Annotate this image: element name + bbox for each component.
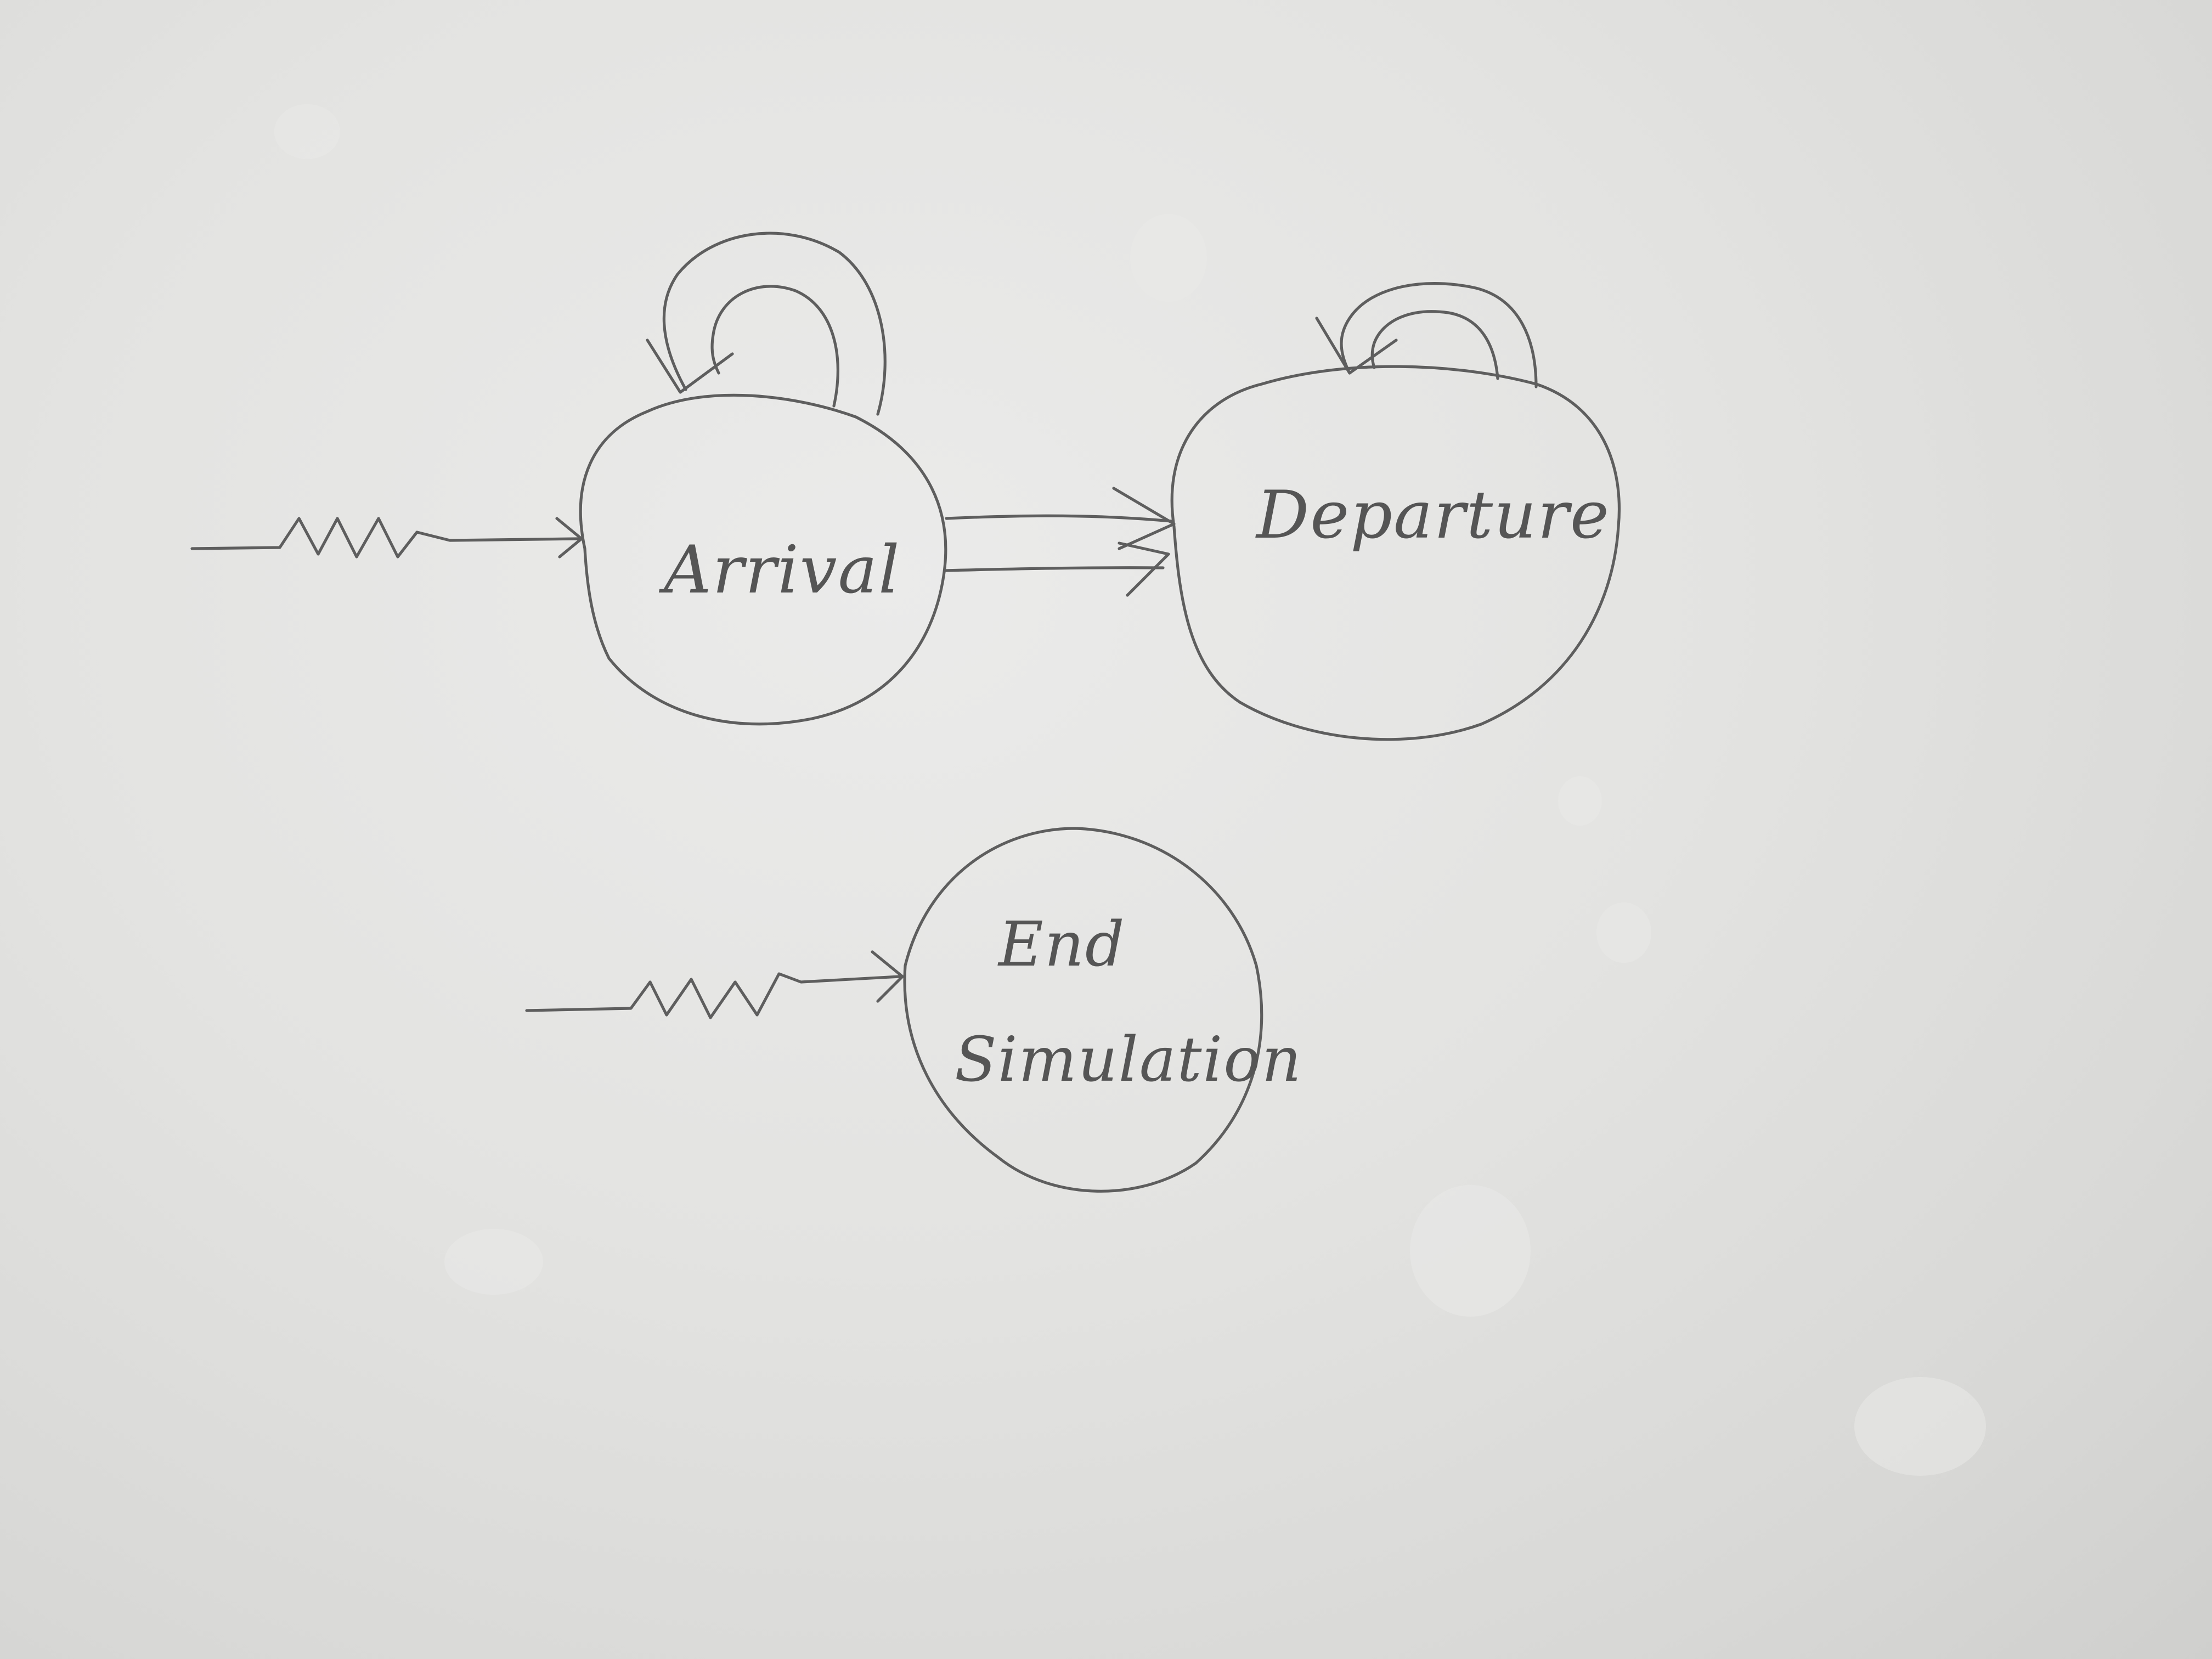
paper-texture <box>274 104 1986 1476</box>
transition-arrival-to-departure <box>943 487 1176 597</box>
state-end-simulation: End Simulation <box>903 827 1302 1193</box>
arrival-self-loop-inner <box>710 285 839 408</box>
initial-arrow-end-simulation <box>525 950 904 1019</box>
departure-self-loop-arrowhead <box>1315 317 1398 375</box>
transition-upper-line <box>945 514 1173 523</box>
departure-self-loop-outer <box>1340 282 1538 388</box>
state-end-simulation-circle <box>903 827 1263 1193</box>
transition-upper-arrowhead <box>1112 487 1176 550</box>
state-arrival-label: Arrival <box>658 532 900 608</box>
squiggle-arrow-arrival-line <box>190 517 580 558</box>
state-end-simulation-label-line1: End <box>997 909 1126 980</box>
arrival-self-loop-outer <box>662 232 887 416</box>
squiggle-arrow-end-head <box>871 950 904 1003</box>
initial-arrow-arrival <box>190 517 583 558</box>
departure-self-loop-inner <box>1370 310 1499 380</box>
arrival-self-loop-arrowhead <box>646 338 734 394</box>
state-arrival-circle <box>579 393 947 726</box>
state-end-simulation-label-line2: Simulation <box>955 1024 1302 1096</box>
transition-lower-line <box>943 566 1165 572</box>
transition-lower-arrowhead <box>1118 541 1170 597</box>
squiggle-arrow-end-line <box>525 972 901 1019</box>
state-arrival: Arrival <box>579 232 947 726</box>
state-departure-circle <box>1170 365 1621 741</box>
squiggle-arrow-arrival-head <box>555 517 583 558</box>
state-departure: Departure <box>1170 282 1621 741</box>
state-departure-label: Departure <box>1255 477 1610 554</box>
